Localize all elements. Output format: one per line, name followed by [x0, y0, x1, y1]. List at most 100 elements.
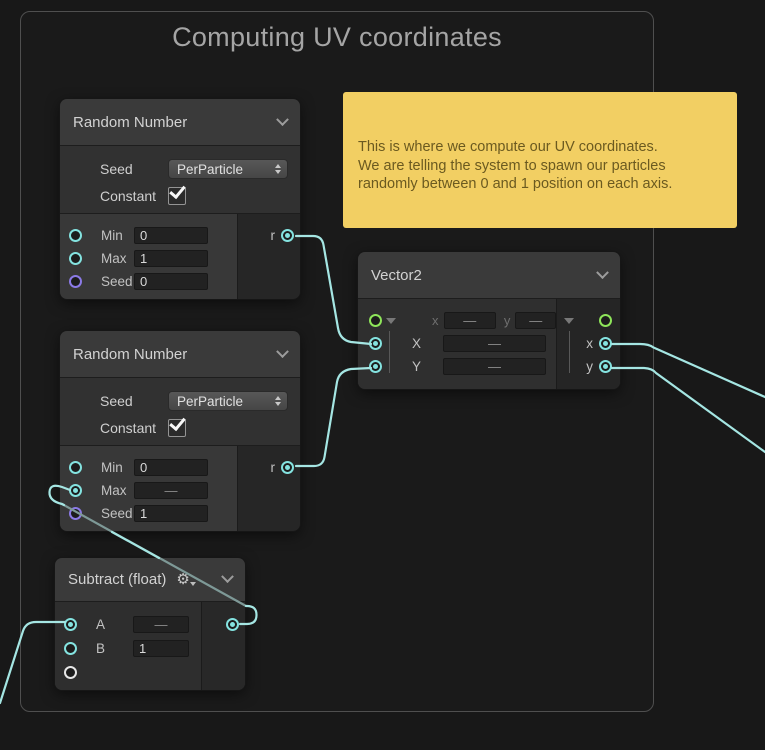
dropdown-value: PerParticle — [177, 161, 244, 177]
output-row-r: r — [238, 224, 294, 247]
constant-checkbox[interactable] — [168, 419, 186, 437]
port-min[interactable] — [69, 229, 82, 242]
y-field[interactable]: — — [443, 358, 546, 375]
port-r-output[interactable] — [281, 461, 294, 474]
input-row-vector2: x — y — — [358, 309, 556, 332]
inline-y-label: y — [503, 313, 511, 328]
input-row-max: Max 1 — [60, 247, 237, 270]
port-vector2-input[interactable] — [369, 314, 382, 327]
input-row-min: Min 0 — [60, 456, 237, 479]
port-min[interactable] — [69, 461, 82, 474]
port-label: y — [586, 359, 593, 374]
port-vector2-output[interactable] — [599, 314, 612, 327]
node-header[interactable]: Random Number — [60, 99, 300, 146]
b-field[interactable]: 1 — [133, 639, 189, 657]
constant-label: Constant — [100, 188, 157, 204]
chevron-down-icon[interactable] — [276, 112, 289, 126]
constant-checkbox[interactable] — [168, 187, 186, 205]
constant-label: Constant — [100, 420, 157, 436]
x-field[interactable]: — — [443, 335, 546, 352]
port-a[interactable] — [64, 617, 77, 631]
input-row-seed: Seed 0 — [60, 270, 237, 293]
port-result-output[interactable] — [226, 617, 239, 631]
tree-guide-line — [569, 331, 570, 373]
port-b[interactable] — [64, 641, 77, 655]
port-seed[interactable] — [69, 275, 82, 288]
node-title: Subtract (float) — [68, 571, 167, 588]
chevron-down-icon[interactable] — [221, 570, 234, 584]
node-subtract[interactable]: Subtract (float) A — B 1 — [55, 558, 245, 690]
port-label: Max — [101, 483, 127, 498]
sticky-note[interactable]: This is where we compute our UV coordina… — [343, 92, 737, 228]
sticky-note-line: randomly between 0 and 1 position on eac… — [358, 176, 673, 192]
port-label: A — [96, 616, 106, 632]
inline-x-field[interactable]: — — [443, 312, 496, 329]
input-row-b: B 1 — [55, 636, 201, 660]
port-y-output[interactable] — [599, 360, 612, 373]
sticky-note-line: This is where we compute our UV coordina… — [358, 139, 658, 155]
chevron-down-icon[interactable] — [596, 265, 609, 279]
dropdown-value: PerParticle — [177, 393, 244, 409]
seed-mode-dropdown[interactable]: PerParticle — [168, 391, 288, 411]
port-r-output[interactable] — [281, 229, 294, 242]
updown-icon — [275, 396, 281, 406]
port-label: Min — [101, 228, 123, 243]
node-vector2[interactable]: Vector2 x — y — X — Y — — [358, 252, 620, 389]
seed-field[interactable]: 1 — [134, 505, 208, 522]
sticky-note-line: We are telling the system to spawn our p… — [358, 157, 666, 174]
max-field[interactable]: — — [134, 482, 208, 499]
input-row-add-operand — [55, 660, 201, 684]
seed-mode-label: Seed — [100, 161, 133, 177]
node-settings: Seed PerParticle Constant — [60, 378, 300, 446]
output-row-x: x — [557, 332, 612, 355]
expand-triangle-icon[interactable] — [386, 317, 396, 324]
node-random-number-2[interactable]: Random Number Seed PerParticle Constant … — [60, 331, 300, 531]
group-title: Computing UV coordinates — [172, 22, 502, 52]
input-row-a: A — — [55, 612, 201, 636]
port-x-input[interactable] — [369, 337, 382, 350]
max-field[interactable]: 1 — [134, 250, 208, 267]
port-x-output[interactable] — [599, 337, 612, 350]
input-row-y: Y — — [358, 355, 556, 378]
port-label: Seed — [101, 506, 133, 521]
node-header[interactable]: Vector2 — [358, 252, 620, 299]
port-label: Y — [412, 359, 422, 374]
tree-guide-line — [389, 331, 390, 373]
node-header[interactable]: Random Number — [60, 331, 300, 378]
port-label: r — [270, 460, 276, 475]
node-title: Vector2 — [371, 266, 422, 284]
port-label: Max — [101, 251, 127, 266]
inline-y-field[interactable]: — — [515, 312, 556, 329]
node-random-number-1[interactable]: Random Number Seed PerParticle Constant … — [60, 99, 300, 299]
port-label: Min — [101, 460, 123, 475]
min-field[interactable]: 0 — [134, 459, 208, 476]
updown-icon — [275, 164, 281, 174]
chevron-down-icon[interactable] — [276, 344, 289, 358]
output-row-vector2 — [557, 309, 612, 332]
expand-triangle-icon[interactable] — [564, 317, 574, 324]
gear-icon[interactable] — [176, 572, 197, 587]
node-title: Random Number — [73, 345, 188, 363]
output-row-y: y — [557, 355, 612, 378]
node-title: Random Number — [73, 113, 188, 131]
input-row-seed: Seed 1 — [60, 502, 237, 525]
seed-mode-label: Seed — [100, 393, 133, 409]
seed-mode-dropdown[interactable]: PerParticle — [168, 159, 288, 179]
seed-field[interactable]: 0 — [134, 273, 208, 290]
port-label: X — [412, 336, 422, 351]
input-row-x: X — — [358, 332, 556, 355]
port-label: B — [96, 640, 106, 656]
input-row-min: Min 0 — [60, 224, 237, 247]
port-y-input[interactable] — [369, 360, 382, 373]
port-max[interactable] — [69, 252, 82, 265]
node-header[interactable]: Subtract (float) — [55, 558, 245, 602]
a-field[interactable]: — — [133, 615, 189, 633]
inline-x-label: x — [432, 313, 439, 328]
port-max[interactable] — [69, 484, 82, 497]
port-label: r — [270, 228, 276, 243]
port-label: x — [586, 336, 593, 351]
port-seed[interactable] — [69, 507, 82, 520]
min-field[interactable]: 0 — [134, 227, 208, 244]
node-settings: Seed PerParticle Constant — [60, 146, 300, 214]
port-add-operand[interactable] — [64, 665, 77, 679]
